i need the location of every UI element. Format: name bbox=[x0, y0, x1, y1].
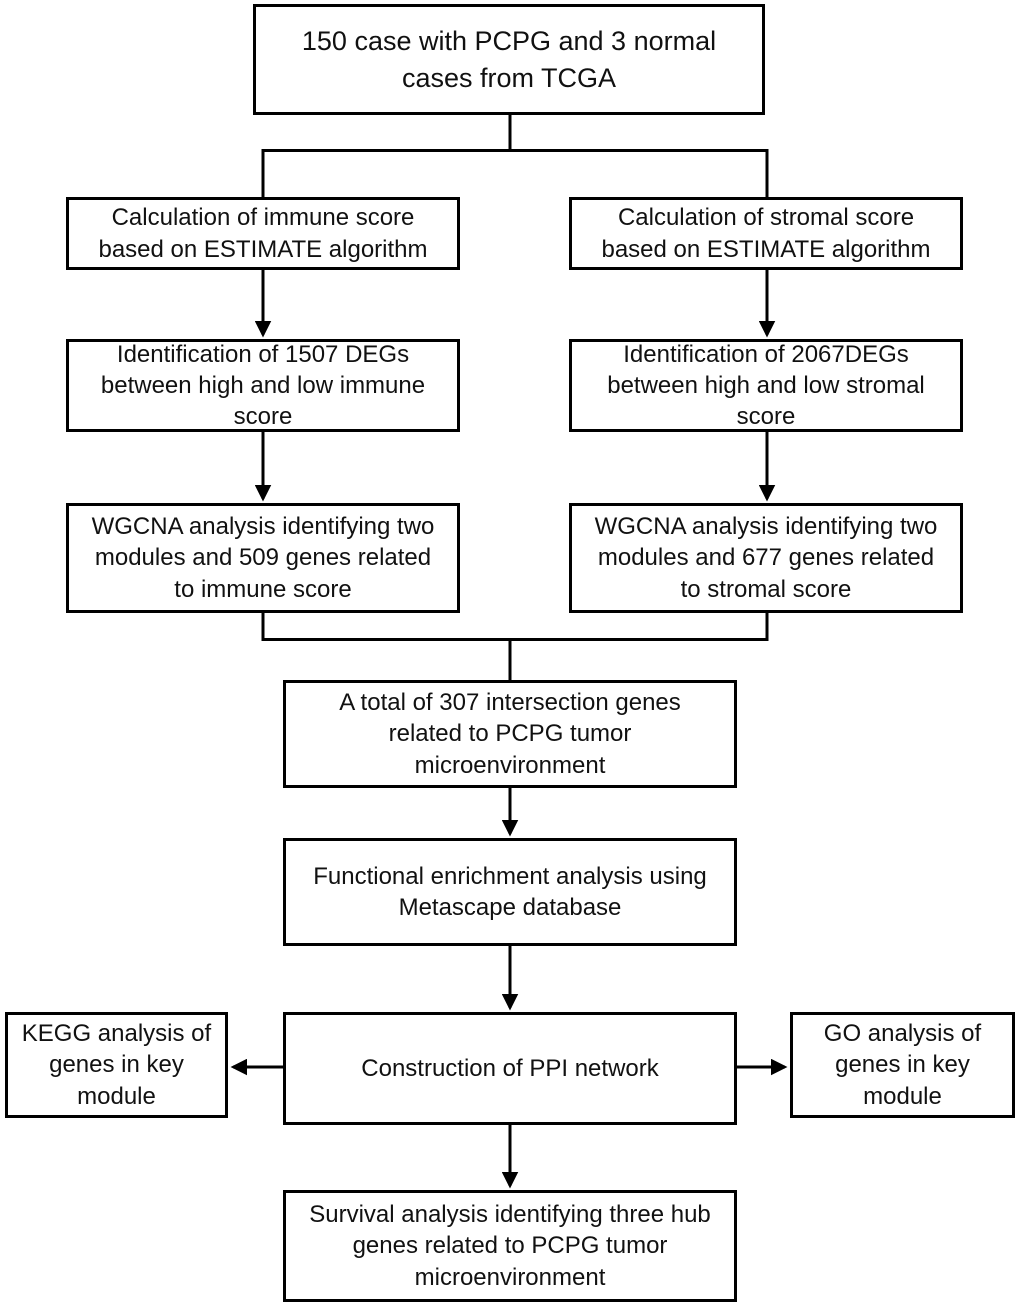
node-stromal-degs-identification: Identification of 2067DEGs between high … bbox=[569, 339, 963, 432]
node-survival-analysis: Survival analysis identifying three hub … bbox=[283, 1190, 737, 1302]
node-ppi-network: Construction of PPI network bbox=[283, 1012, 737, 1125]
node-immune-score-calculation: Calculation of immune score based on EST… bbox=[66, 197, 460, 270]
node-functional-enrichment: Functional enrichment analysis using Met… bbox=[283, 838, 737, 946]
connector-split-branch bbox=[261, 149, 769, 197]
node-intersection-genes: A total of 307 intersection genes relate… bbox=[283, 680, 737, 788]
connector-wgcna-merge bbox=[261, 613, 769, 641]
node-stromal-score-calculation: Calculation of stromal score based on ES… bbox=[569, 197, 963, 270]
node-go-analysis: GO analysis of genes in key module bbox=[790, 1012, 1015, 1118]
node-immune-degs-identification: Identification of 1507 DEGs between high… bbox=[66, 339, 460, 432]
node-kegg-analysis: KEGG analysis of genes in key module bbox=[5, 1012, 228, 1118]
node-tcga-cases: 150 case with PCPG and 3 normal cases fr… bbox=[253, 4, 765, 115]
node-stromal-wgcna: WGCNA analysis identifying two modules a… bbox=[569, 503, 963, 613]
node-immune-wgcna: WGCNA analysis identifying two modules a… bbox=[66, 503, 460, 613]
